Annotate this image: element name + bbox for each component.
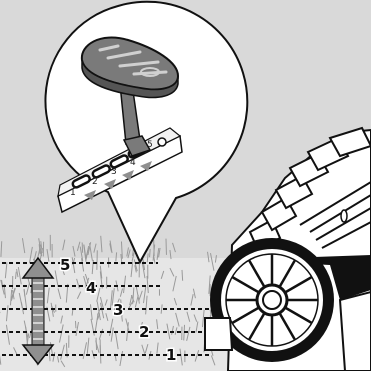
- grass-blade: [150, 249, 151, 257]
- slot-number-2: 2: [92, 177, 98, 187]
- grass-blade: [16, 272, 17, 279]
- height-number-4: 4: [86, 279, 96, 297]
- height-number-5: 5: [60, 256, 70, 274]
- grass-blade: [24, 289, 25, 296]
- slot-number-3: 3: [111, 167, 117, 177]
- height-number-2: 2: [139, 323, 149, 341]
- slot-number-1: 1: [70, 188, 76, 198]
- slot-number-4: 4: [130, 158, 136, 168]
- grass-blade: [182, 270, 183, 281]
- height-number-3: 3: [113, 301, 123, 319]
- height-number-1: 1: [166, 346, 176, 364]
